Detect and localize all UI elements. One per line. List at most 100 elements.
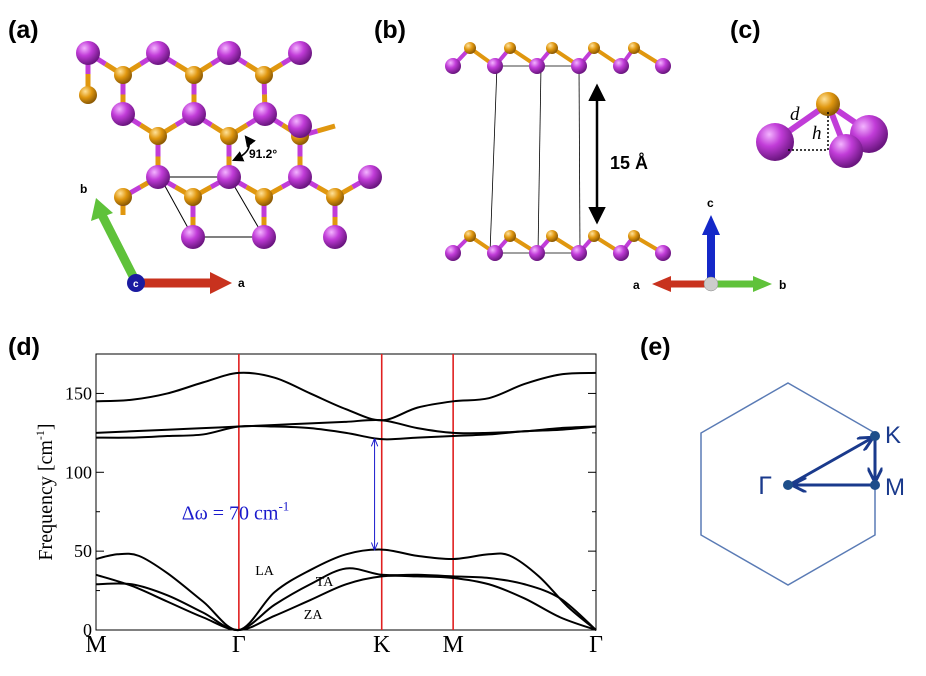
axis-a-label: a (633, 278, 640, 292)
sb-atom (529, 245, 545, 261)
y-tick-label: 150 (65, 383, 92, 403)
sb-atom (323, 225, 347, 249)
sb-atom (571, 245, 587, 261)
ge-atom (628, 42, 640, 54)
axis-b-label: b (80, 182, 87, 196)
y-axis-label-close: ] (35, 423, 57, 430)
y-axis-label-sup: -1 (33, 430, 47, 440)
branch-label: LA (255, 564, 275, 579)
y-axis-label-base: Frequency [cm (35, 440, 57, 561)
ge-atom (464, 42, 476, 54)
panel-a-top-view: 91.2° a b c (76, 41, 382, 294)
sb-atom (76, 41, 100, 65)
ge-atom (504, 42, 516, 54)
axis-a-head (652, 276, 671, 292)
phonon-branch (95, 424, 597, 441)
gap-annotation: Δω = 70 cm-1 (182, 439, 375, 549)
sb-atom (111, 102, 135, 126)
axis-b-label: b (779, 278, 786, 292)
ge-atom (326, 188, 344, 206)
axis-a-label: a (238, 276, 245, 290)
sb-atom (146, 165, 170, 189)
phonon-branches (95, 371, 597, 632)
ge-atom (504, 230, 516, 242)
ge-atom (255, 188, 273, 206)
sb-atom (613, 245, 629, 261)
ge-atom (588, 230, 600, 242)
angle-arrow (231, 135, 256, 162)
ge-atom (149, 127, 167, 145)
gap-label-base: Δω = 70 cm (182, 503, 279, 525)
phonon-branch (95, 418, 597, 435)
ge-atom (464, 230, 476, 242)
sb-atom (252, 225, 276, 249)
y-tick-label: 100 (65, 462, 92, 482)
y-tick-label: 0 (83, 620, 92, 640)
panel-label-d: (d) (8, 333, 40, 361)
panel-b-side-view: 15 Å c a b (445, 42, 786, 292)
atoms (76, 41, 382, 249)
ge-atom (588, 42, 600, 54)
panel-label-a: (a) (8, 16, 39, 44)
x-tick-label: Γ (589, 632, 603, 658)
gap-label: Δω = 70 cm-1 (182, 499, 290, 525)
axis-c-origin (127, 274, 145, 292)
axis-a-head (210, 272, 232, 294)
height-label: h (812, 123, 822, 144)
ge-atom (255, 66, 273, 84)
cell-box (489, 65, 581, 254)
brillouin-zone: Γ K M (700, 382, 905, 586)
interlayer-spacing: 15 Å (610, 153, 648, 173)
sb-atom (655, 58, 671, 74)
sb-atom (571, 58, 587, 74)
sb-atom (217, 41, 241, 65)
plot-frame (95, 353, 597, 631)
axis-c-label: c (133, 279, 139, 290)
m-point (870, 480, 880, 490)
sb-atom (288, 41, 312, 65)
ge-atom (220, 127, 238, 145)
sb-atom (182, 102, 206, 126)
sb-atom (487, 245, 503, 261)
gamma-point (783, 480, 793, 490)
sb-atom (445, 58, 461, 74)
y-axis-ticks: 0 50 100 150 (65, 353, 596, 640)
panel-label-e: (e) (640, 333, 671, 361)
gamma-label: Γ (758, 472, 772, 500)
y-tick-label: 50 (74, 541, 92, 561)
axis-b-head (753, 276, 772, 292)
top-layer (445, 42, 671, 74)
m-label: M (885, 474, 905, 501)
bond-length-label: d (790, 104, 800, 125)
sb-atom (655, 245, 671, 261)
sb-atom (358, 165, 382, 189)
gap-label-sup: -1 (278, 499, 289, 514)
panel-label-b: (b) (374, 16, 406, 44)
x-tick-label: M (85, 632, 106, 658)
sb-atom (181, 225, 205, 249)
branch-labels: LA TA ZA (255, 564, 334, 623)
ge-atom (114, 66, 132, 84)
ge-atom (79, 86, 97, 104)
sb-atom (253, 102, 277, 126)
axis-b-arrow (97, 212, 141, 285)
branch-label: TA (316, 575, 334, 590)
k-label: K (885, 422, 901, 449)
sb-atom (217, 165, 241, 189)
sb-atom (529, 58, 545, 74)
panel-label-c: (c) (730, 16, 761, 44)
axis-c-label: c (707, 196, 714, 210)
axis-origin (703, 276, 719, 292)
sb-atom (756, 123, 794, 161)
axis-b-head (91, 198, 113, 221)
ge-atom (546, 42, 558, 54)
phonon-branch (95, 371, 597, 422)
sb-atom (288, 114, 312, 138)
branch-label: ZA (304, 608, 324, 623)
ge-atom (816, 92, 840, 116)
sb-atom (445, 245, 461, 261)
ge-atom (628, 230, 640, 242)
